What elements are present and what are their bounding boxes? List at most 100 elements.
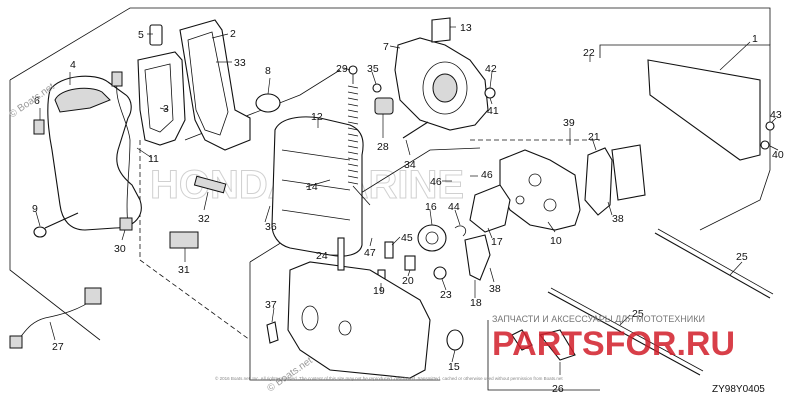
frame-cover-left	[249, 262, 440, 381]
plate-31	[169, 231, 199, 249]
diagram-code: ZY98Y0405	[712, 384, 765, 395]
leader-29	[343, 67, 351, 71]
callout-26: 26	[552, 383, 564, 395]
leader-14	[305, 179, 331, 188]
clip-6	[33, 119, 45, 135]
boats-watermark-bottom: © Boats.net	[265, 355, 314, 394]
partsfor-watermark: ЗАПЧАСТИ И АКСЕССУАРЫ ДЛЯ МОТОТЕХНИКИ PA…	[492, 314, 735, 363]
callout-16: 16	[425, 201, 437, 213]
frame-top	[9, 7, 771, 81]
nut-23	[433, 266, 447, 280]
bushing-15	[446, 329, 464, 351]
leader-17	[487, 227, 493, 239]
bracket-hole-1	[528, 173, 542, 187]
leader-36	[264, 205, 271, 223]
callout-25: 25	[736, 251, 748, 263]
leader-43	[771, 117, 777, 123]
callout-23: 23	[440, 289, 452, 301]
part-plate-1	[647, 59, 775, 161]
callout-28: 28	[377, 141, 389, 153]
leader-lines	[35, 26, 779, 375]
leader-45	[391, 236, 401, 246]
ring-8	[255, 93, 281, 113]
cable-25-upper	[654, 232, 771, 299]
lever-cover-ribs	[281, 149, 351, 221]
side-panel-2-inner	[187, 31, 229, 136]
callout-24: 24	[316, 250, 328, 262]
bar-32	[193, 175, 227, 194]
bolt-34	[402, 121, 429, 139]
leader-2	[211, 33, 229, 39]
leader-7	[389, 45, 401, 49]
callout-19: 19	[373, 285, 385, 297]
callout-43: 43	[770, 109, 782, 121]
callout-9: 9	[32, 203, 38, 215]
spring-29-eye	[348, 65, 358, 75]
callout-42: 42	[485, 63, 497, 75]
frame-bottom-right	[487, 320, 600, 391]
lower-cover-hole-1	[301, 305, 319, 331]
callout-21: 21	[588, 131, 600, 143]
leader-16	[429, 209, 433, 226]
bracket-hole-3	[515, 195, 525, 205]
leader-47	[369, 237, 373, 247]
callout-44: 44	[448, 201, 460, 213]
leader-1	[719, 41, 751, 71]
partsfor-subtitle: ЗАПЧАСТИ И АКСЕССУАРЫ ДЛЯ МОТОТЕХНИКИ	[492, 314, 705, 324]
leader-15	[451, 349, 456, 363]
part-main-bracket	[499, 144, 646, 231]
leader-9	[35, 211, 41, 227]
callout-5: 5	[138, 29, 144, 41]
leader-3	[159, 107, 169, 111]
callout-1: 1	[752, 33, 758, 45]
rod-24	[337, 237, 345, 271]
block-28	[374, 97, 394, 115]
callout-12: 12	[311, 111, 323, 123]
leader-42	[489, 71, 493, 89]
wire-harness	[33, 71, 133, 238]
connector-top	[111, 71, 123, 87]
part-harness-27	[9, 287, 102, 349]
callout-22: 22	[583, 47, 595, 59]
pin-9	[44, 212, 79, 229]
frame-left	[9, 80, 101, 341]
callout-47: 47	[364, 247, 376, 259]
callout-8: 8	[265, 65, 271, 77]
callout-31: 31	[178, 264, 190, 276]
leader-11	[136, 147, 153, 159]
callout-38: 38	[489, 283, 501, 295]
callout-2: 2	[230, 28, 236, 40]
leader-10	[547, 221, 556, 233]
washer-9	[33, 226, 47, 238]
harness-27-wire	[17, 297, 96, 341]
callout-38: 38	[612, 213, 624, 225]
spring-5	[149, 24, 163, 46]
side-panel-3-inner	[144, 63, 174, 133]
clip-44	[454, 225, 467, 237]
leader-21	[591, 137, 597, 151]
housing-left-body	[47, 75, 142, 231]
callout-11: 11	[148, 153, 159, 165]
cable-25-upper-edge	[657, 228, 774, 295]
leader-37	[271, 307, 275, 323]
cable-25-lower	[547, 291, 701, 376]
callout-39: 39	[563, 117, 575, 129]
callout-30: 30	[114, 243, 126, 255]
leader-38b	[489, 267, 495, 283]
bracket-right	[611, 144, 646, 201]
callout-36: 36	[265, 221, 277, 233]
screw-43	[765, 121, 775, 131]
leader-35	[371, 71, 377, 85]
part-cables	[511, 228, 774, 376]
nut-42	[484, 87, 496, 99]
plate-1-body	[647, 59, 761, 161]
part-lever-cover	[169, 116, 364, 257]
callout-32: 32	[198, 213, 210, 225]
callout-34: 34	[404, 159, 416, 171]
spring-29	[347, 65, 371, 206]
leader-30	[121, 229, 126, 241]
callout-46: 46	[481, 169, 493, 181]
hub-16-bore	[425, 231, 439, 245]
cam-plate-hub	[432, 73, 458, 103]
